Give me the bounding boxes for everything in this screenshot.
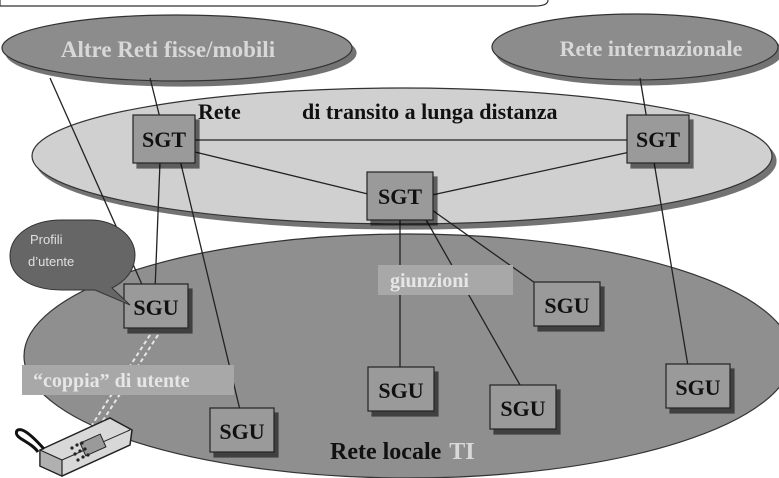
sgt-node-1: SGT — [132, 114, 196, 164]
rete-locale-label: Rete locale TI — [330, 439, 475, 465]
sgt-node-3: SGT — [626, 114, 690, 164]
profili-callout: Profili d’utente — [9, 219, 136, 306]
sgt-node-2: SGT — [366, 171, 434, 221]
coppia-label: “coppia” di utente — [33, 370, 190, 392]
link-sgt1-sgu1 — [154, 161, 161, 291]
sgu-label: SGU — [133, 295, 178, 320]
sgt-label: SGT — [378, 184, 422, 209]
altre-reti-label: Altre Reti fisse/mobili — [61, 37, 276, 62]
sgu-label: SGU — [500, 396, 545, 421]
sgt-label: SGT — [636, 127, 680, 152]
link-sgt2-sgu3 — [424, 217, 521, 386]
giunzioni-box — [378, 265, 513, 295]
rete-locale-ti: TI — [449, 439, 474, 465]
sgu-label: SGU — [378, 378, 423, 403]
sgu-node-2: SGU — [209, 407, 275, 453]
telephone-icon — [14, 417, 133, 477]
sgu-node-1: SGU — [123, 283, 189, 329]
transit-label-rete: Rete — [198, 99, 241, 124]
altre-reti-cloud — [1, 14, 353, 82]
subscriber-line — [91, 334, 159, 426]
sgt-label: SGT — [142, 127, 186, 152]
transit-label-transito: di transito a lunga distanza — [302, 99, 558, 124]
transit-network-ellipse — [31, 87, 773, 225]
sgu-label: SGU — [675, 375, 720, 400]
sgu-node-6: SGU — [665, 363, 731, 409]
giunzioni-label: giunzioni — [390, 270, 469, 292]
link-sgt1-sgt2 — [194, 151, 373, 196]
rete-internazionale-label: Rete internazionale — [560, 36, 743, 61]
sgu-label: SGU — [219, 419, 264, 444]
sgu-node-3: SGU — [367, 366, 435, 412]
link-sgt2-sgt3 — [431, 151, 631, 196]
sgu-node-5: SGU — [533, 281, 601, 327]
rete-locale-text: Rete locale — [330, 439, 442, 465]
header-box-edge — [0, 0, 549, 7]
sgu-node-4: SGU — [489, 384, 557, 430]
link-sgt2-sgu4 — [431, 209, 546, 291]
rete-internazionale-cloud — [491, 13, 779, 81]
profili-line1: Profili — [30, 232, 63, 247]
profili-line2: d’utente — [28, 254, 74, 269]
sgu-label: SGU — [544, 293, 589, 318]
coppia-box — [22, 365, 234, 395]
